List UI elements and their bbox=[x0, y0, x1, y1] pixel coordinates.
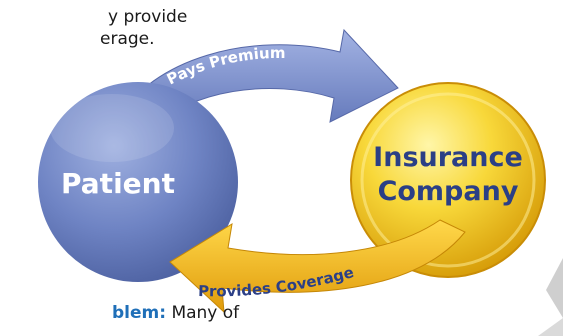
patient-node bbox=[38, 82, 238, 282]
snippet-line-2: erage. bbox=[100, 29, 155, 49]
provides-coverage-arrow bbox=[169, 219, 466, 314]
decor-triangle-lower bbox=[538, 318, 563, 336]
insurance-label-line-2: Company bbox=[378, 176, 519, 207]
text-snippet-top: y provide erage. bbox=[100, 6, 188, 50]
snippet-line-1: y provide bbox=[108, 7, 188, 27]
insurance-company-node bbox=[350, 82, 546, 278]
text-snippet-bottom: blem: Many of bbox=[112, 302, 239, 324]
decor-triangle-upper bbox=[546, 258, 563, 318]
insurance-label-line-1: Insurance bbox=[373, 142, 523, 173]
snippet-rest-text: Many of bbox=[166, 303, 240, 323]
snippet-bold-word: blem: bbox=[112, 303, 167, 323]
pays-premium-arrow bbox=[117, 28, 399, 131]
patient-label: Patient bbox=[61, 167, 175, 200]
